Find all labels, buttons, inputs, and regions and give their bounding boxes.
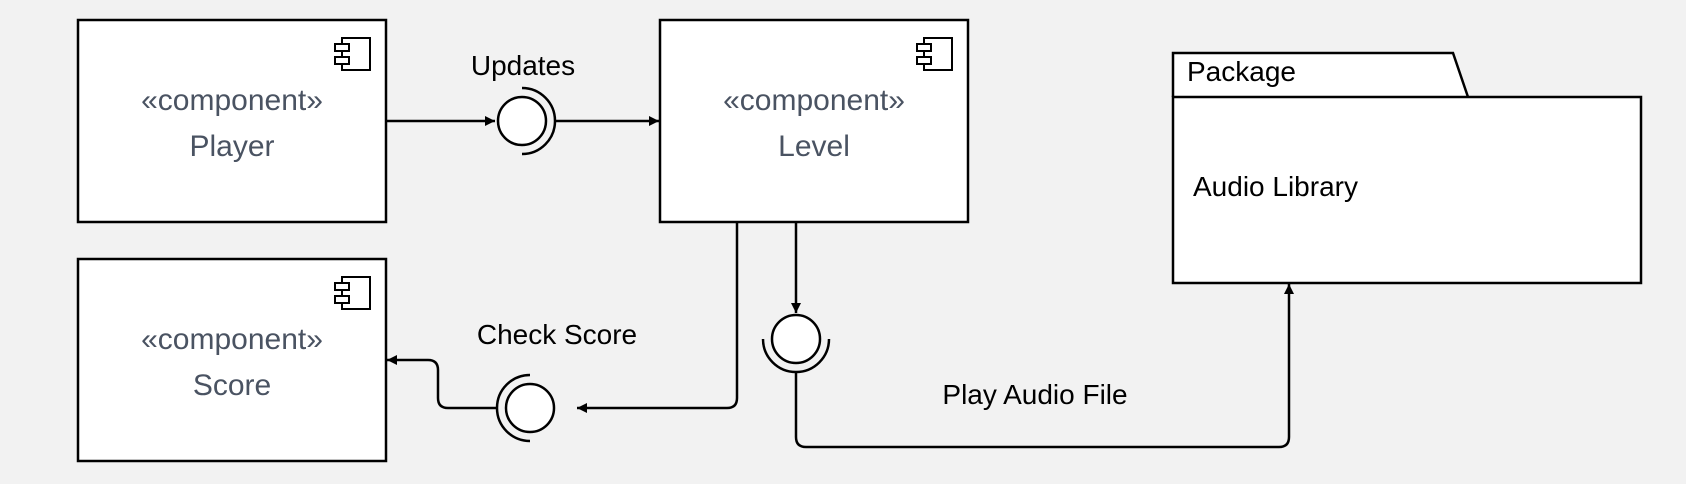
level-name: Level: [778, 130, 850, 163]
connector-check-score-to-score: [387, 355, 497, 410]
package-tab-label: Package: [1187, 56, 1296, 87]
component-player[interactable]: «component» Player: [76, 18, 388, 224]
interface-play-audio-file[interactable]: Play Audio File: [761, 223, 1294, 449]
level-stereotype: «component»: [723, 84, 905, 117]
interface-ball: [496, 95, 548, 147]
package-body: [1171, 95, 1643, 285]
score-name: Score: [193, 369, 271, 402]
component-icon: [334, 276, 371, 310]
interface-label: Updates: [471, 50, 575, 81]
component-icon: [916, 37, 953, 71]
interface-label: Check Score: [477, 319, 637, 350]
package-name: Audio Library: [1193, 171, 1358, 202]
player-stereotype: «component»: [141, 84, 323, 117]
component-score[interactable]: «component» Score: [76, 257, 388, 463]
connector-level-to-check-score: [577, 223, 739, 413]
connector-play-audio-to-package: [794, 284, 1294, 449]
interface-ball: [770, 313, 822, 365]
component-level[interactable]: «component» Level: [658, 18, 970, 224]
component-icon: [334, 37, 371, 71]
interface-check-score[interactable]: Check Score: [387, 223, 739, 443]
score-stereotype: «component»: [141, 323, 323, 356]
player-name: Player: [189, 130, 274, 163]
interface-ball: [504, 382, 556, 434]
interface-label: Play Audio File: [942, 379, 1127, 410]
interface-updates[interactable]: Updates: [387, 50, 659, 156]
package-tab: [1171, 51, 1470, 98]
package-audio-library[interactable]: Package Audio Library: [1171, 51, 1643, 285]
